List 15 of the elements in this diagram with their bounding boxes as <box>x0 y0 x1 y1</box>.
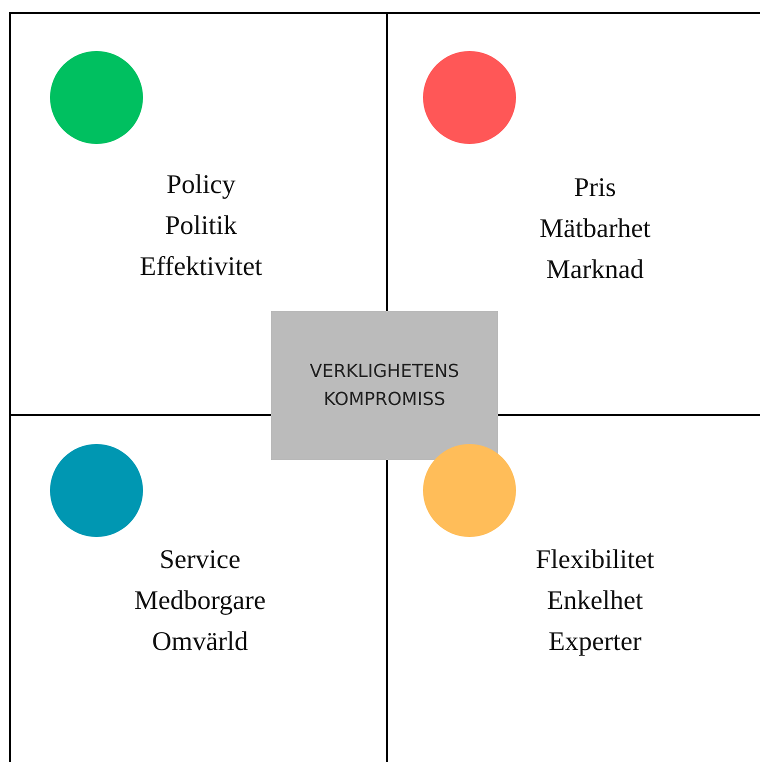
keyword-label: Flexibilitet <box>536 543 654 576</box>
center-label: VERKLIGHETENS KOMPROMISS <box>308 360 460 412</box>
keyword-label: Effektivitet <box>140 250 262 283</box>
keyword-label: Pris <box>574 171 616 204</box>
keyword-label: Omvärld <box>152 625 248 658</box>
keyword-label: Enkelhet <box>547 584 643 617</box>
keyword-label: Service <box>160 543 240 576</box>
keyword-label: Medborgare <box>134 584 266 617</box>
center-box <box>271 311 498 460</box>
keyword-label: Policy <box>166 168 236 201</box>
quadrant-panel <box>386 414 760 762</box>
keyword-label: Marknad <box>546 253 644 286</box>
keyword-label: Experter <box>548 625 642 658</box>
keyword-label: Mätbarhet <box>540 212 650 245</box>
keyword-label: Politik <box>164 209 238 242</box>
